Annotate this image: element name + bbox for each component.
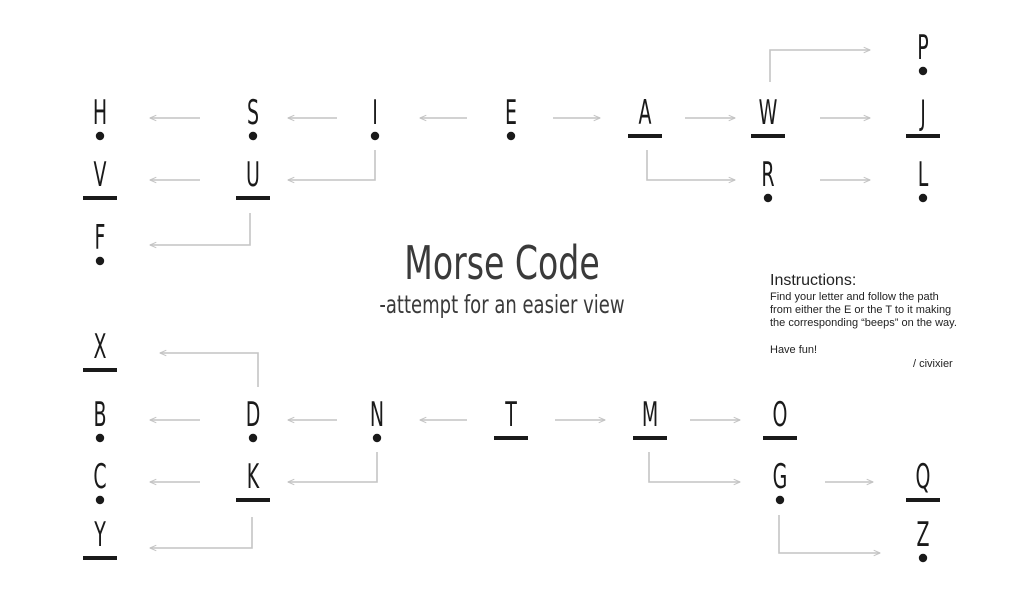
arrow-m-to-g bbox=[648, 452, 740, 482]
dash-symbol-u bbox=[236, 196, 270, 200]
dot-symbol-c bbox=[95, 495, 105, 505]
dash-symbol-t bbox=[494, 436, 528, 440]
arrow-i-to-u bbox=[288, 150, 376, 180]
author-signature: / civixier bbox=[913, 358, 953, 370]
dot-symbol-z bbox=[918, 553, 928, 563]
symbols-layer bbox=[83, 66, 940, 563]
dash-symbol-a bbox=[628, 134, 662, 138]
letter-m: M bbox=[641, 395, 659, 435]
dot-symbol-d bbox=[248, 433, 258, 443]
dot-symbol-g bbox=[775, 495, 785, 505]
letter-f: F bbox=[94, 218, 106, 258]
letter-p: P bbox=[917, 28, 929, 68]
arrow-n-to-k bbox=[288, 452, 378, 482]
letter-i: I bbox=[372, 93, 378, 133]
letter-y: Y bbox=[94, 515, 106, 555]
dot-symbol-h bbox=[95, 131, 105, 141]
dot-symbol-e bbox=[506, 131, 516, 141]
arrows-layer bbox=[150, 50, 880, 553]
instructions-line: the corresponding “beeps” on the way. bbox=[770, 317, 957, 329]
dot-symbol-i bbox=[370, 131, 380, 141]
arrow-u-to-f bbox=[150, 213, 251, 245]
letter-w: W bbox=[758, 93, 778, 133]
dot-symbol-b bbox=[95, 433, 105, 443]
dot-symbol-r bbox=[763, 193, 773, 203]
arrow-g-to-z bbox=[778, 515, 880, 553]
dot-symbol-f bbox=[95, 256, 105, 266]
arrow-w-to-p bbox=[769, 50, 870, 82]
dash-symbol-w bbox=[751, 134, 785, 138]
arrow-a-to-r bbox=[646, 150, 735, 180]
instructions-line: Find your letter and follow the path bbox=[770, 291, 939, 303]
letter-b: B bbox=[93, 395, 107, 435]
letter-a: A bbox=[638, 93, 652, 133]
page-title: Morse Code bbox=[404, 236, 600, 290]
dash-symbol-k bbox=[236, 498, 270, 502]
letter-z: Z bbox=[916, 515, 930, 555]
letter-o: O bbox=[772, 395, 788, 435]
dash-symbol-y bbox=[83, 556, 117, 560]
letter-r: R bbox=[761, 155, 775, 195]
letter-e: E bbox=[505, 93, 517, 133]
instructions-line: from either the E or the T to it making bbox=[770, 304, 952, 316]
dash-symbol-v bbox=[83, 196, 117, 200]
letter-l: L bbox=[917, 155, 929, 195]
instructions-heading: Instructions: bbox=[770, 272, 857, 289]
page-subtitle: -attempt for an easier view bbox=[379, 290, 625, 319]
letter-s: S bbox=[246, 93, 260, 133]
letter-d: D bbox=[245, 395, 261, 435]
dash-symbol-q bbox=[906, 498, 940, 502]
letter-n: N bbox=[369, 395, 385, 435]
dash-symbol-x bbox=[83, 368, 117, 372]
letter-h: H bbox=[92, 93, 108, 133]
instructions-footer: Have fun! bbox=[770, 344, 818, 356]
arrow-d-to-x bbox=[160, 353, 259, 387]
arrow-k-to-y bbox=[150, 517, 253, 548]
letter-c: C bbox=[93, 457, 107, 497]
dash-symbol-j bbox=[906, 134, 940, 138]
letter-x: X bbox=[93, 327, 107, 367]
letter-j: J bbox=[920, 93, 926, 133]
letter-u: U bbox=[246, 155, 260, 195]
dash-symbol-o bbox=[763, 436, 797, 440]
dot-symbol-n bbox=[372, 433, 382, 443]
instructions-box: Instructions: Find your letter and follo… bbox=[770, 272, 1010, 371]
letter-t: T bbox=[505, 395, 517, 435]
letter-q: Q bbox=[915, 457, 931, 497]
dot-symbol-p bbox=[918, 66, 928, 76]
dash-symbol-m bbox=[633, 436, 667, 440]
dot-symbol-l bbox=[918, 193, 928, 203]
letter-v: V bbox=[93, 155, 107, 195]
dot-symbol-s bbox=[248, 131, 258, 141]
letter-k: K bbox=[246, 457, 260, 497]
letter-g: G bbox=[772, 457, 788, 497]
instructions-body: Find your letter and follow the path fro… bbox=[770, 291, 1010, 330]
